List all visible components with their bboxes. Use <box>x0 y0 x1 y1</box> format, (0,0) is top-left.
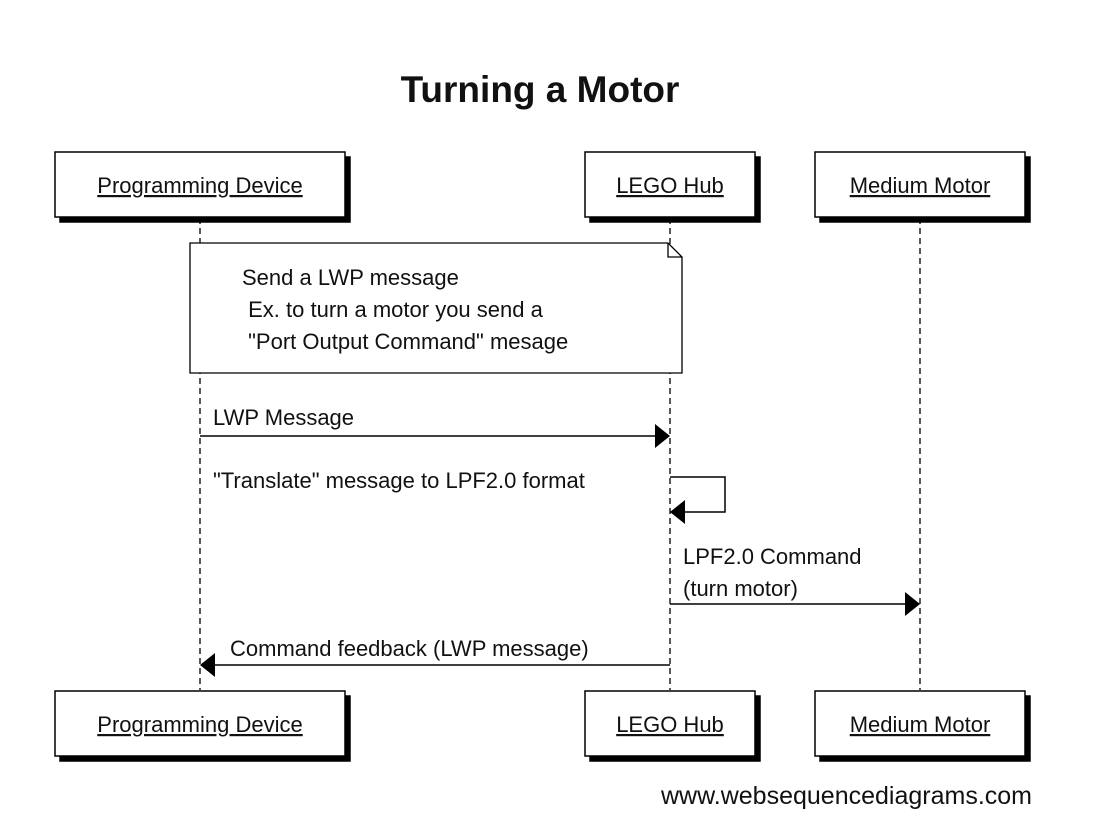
message-label: LPF2.0 Command <box>683 544 862 569</box>
message-label: "Translate" message to LPF2.0 format <box>213 468 585 493</box>
message-label: LWP Message <box>213 405 354 430</box>
participant-device-bottom: Programming Device <box>54 690 346 757</box>
participant-label: Programming Device <box>97 712 302 737</box>
participant-hub-bottom: LEGO Hub <box>584 690 756 757</box>
participant-label: Programming Device <box>97 173 302 198</box>
message-arrow: LPF2.0 Command (turn motor) <box>670 544 920 616</box>
message-arrow: Command feedback (LWP message) <box>200 636 670 677</box>
note-line: Send a LWP message <box>242 265 459 290</box>
message-arrow: LWP Message <box>200 405 670 448</box>
participant-label: LEGO Hub <box>616 173 724 198</box>
note-line: "Port Output Command" mesage <box>242 329 568 354</box>
message-label: (turn motor) <box>683 576 798 601</box>
participant-label: Medium Motor <box>850 173 991 198</box>
diagram-title: Turning a Motor <box>401 69 680 110</box>
arrowhead <box>905 592 920 616</box>
participant-motor-bottom: Medium Motor <box>814 690 1026 757</box>
participant-label: LEGO Hub <box>616 712 724 737</box>
participant-device-top: Programming Device <box>54 151 346 218</box>
arrowhead <box>655 424 670 448</box>
participant-hub-top: LEGO Hub <box>584 151 756 218</box>
participant-label: Medium Motor <box>850 712 991 737</box>
participant-motor-top: Medium Motor <box>814 151 1026 218</box>
self-message-arrow: "Translate" message to LPF2.0 format <box>213 468 726 524</box>
watermark-text: www.websequencediagrams.com <box>660 782 1032 810</box>
note-line: Ex. to turn a motor you send a <box>242 297 544 322</box>
arrowhead <box>670 500 685 524</box>
message-label: Command feedback (LWP message) <box>230 636 589 661</box>
note: Send a LWP message Ex. to turn a motor y… <box>189 242 683 374</box>
arrowhead <box>200 653 215 677</box>
